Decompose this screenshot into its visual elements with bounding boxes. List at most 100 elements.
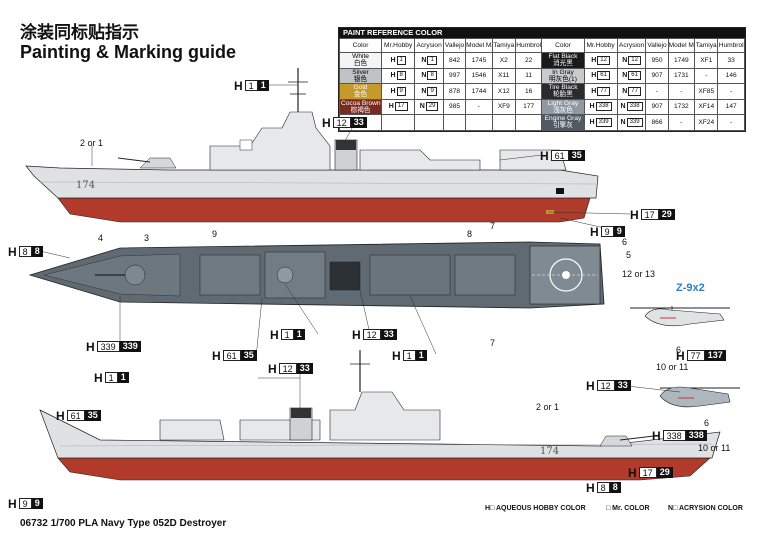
callout-code-alt: 8 xyxy=(31,246,43,257)
title-chinese: 涂装同标贴指示 xyxy=(20,23,139,43)
tamiya-cell: XF85 xyxy=(694,83,719,100)
tamiya-cell: XF9 xyxy=(491,98,516,115)
col-header: Color xyxy=(541,38,585,53)
callout-h: H xyxy=(8,496,17,511)
col-header: Tamiya xyxy=(694,38,719,53)
callout-code-alt: 1 xyxy=(293,329,305,340)
callout-h: H xyxy=(8,244,17,259)
label-2-or-1-bottom: 2 or 1 xyxy=(536,402,560,412)
callout-code: 1 xyxy=(402,350,416,361)
paint-code: 61 xyxy=(628,71,641,81)
callout-code-alt: 33 xyxy=(614,380,631,391)
paint-code: 338 xyxy=(595,102,612,112)
label-2-or-1-top: 2 or 1 xyxy=(80,138,104,148)
vallejo-cell: 997 xyxy=(442,67,467,84)
callout-code: 61 xyxy=(222,350,241,361)
color-name: In Gray xyxy=(552,68,574,76)
label-6-deck: 6 xyxy=(622,237,628,247)
callout-code: 12 xyxy=(596,380,615,391)
model-master-cell: 1749 xyxy=(667,52,696,69)
callout-code-alt: 29 xyxy=(656,467,673,478)
callout-h: H xyxy=(540,148,549,163)
footer-kit-title: 06732 1/700 PLA Navy Type 052D Destroyer xyxy=(20,518,227,529)
callout-code: 9 xyxy=(600,226,614,237)
model-master-cell: - xyxy=(667,114,696,131)
callout-code-alt: 339 xyxy=(119,341,141,352)
vallejo-cell: 950 xyxy=(645,52,669,69)
callout-h: H xyxy=(628,465,637,480)
humbrol-cell: 147 xyxy=(717,98,745,115)
color-name: Cocoa Brown xyxy=(341,99,381,107)
callout-h: H xyxy=(234,78,243,93)
paint-code: 338 xyxy=(626,102,643,112)
humbrol-cell: 16 xyxy=(514,83,543,100)
color-name: White xyxy=(352,53,369,61)
empty-cell xyxy=(465,114,493,131)
color-name-cn: 银色 xyxy=(353,75,368,83)
paint-code: 339 xyxy=(595,117,612,127)
col-header: Humbrol xyxy=(514,38,543,53)
model-master-cell: 1731 xyxy=(667,67,696,84)
callout-code: 17 xyxy=(638,467,657,478)
humbrol-cell: 177 xyxy=(514,98,543,115)
callout-code-alt: 35 xyxy=(568,150,585,161)
tamiya-cell: - xyxy=(694,67,719,84)
label-10-or-11-top: 10 or 11 xyxy=(656,362,689,372)
model-master-cell: 1744 xyxy=(465,83,493,100)
col-header: Acrysion xyxy=(616,38,647,53)
paint-code: 1 xyxy=(427,55,437,65)
callout-code-alt: 1 xyxy=(415,350,427,361)
hull-number-bottom: 174 xyxy=(540,446,559,457)
callout-code: 1 xyxy=(280,329,294,340)
paint-table-caption: PAINT REFERENCE COLOR xyxy=(339,28,745,38)
callout-code: 77 xyxy=(686,350,705,361)
callout-code: 61 xyxy=(66,410,85,421)
humbrol-cell: 22 xyxy=(514,52,543,69)
col-header: Mr.Hobby xyxy=(583,38,618,53)
color-name-cn: 浅灰色 xyxy=(553,106,573,114)
vallejo-cell: 842 xyxy=(442,52,467,69)
callout-code: 338 xyxy=(662,430,686,441)
callout-code-alt: 35 xyxy=(240,350,257,361)
callout-h: H xyxy=(268,361,277,376)
tamiya-cell: XF14 xyxy=(694,98,719,115)
callout-code: 1 xyxy=(244,80,258,91)
callout-h: H xyxy=(392,348,401,363)
paint-code: 77 xyxy=(628,86,641,96)
vallejo-cell: 907 xyxy=(645,98,669,115)
callout-h: H xyxy=(352,327,361,342)
helicopter-bottom xyxy=(659,386,740,408)
color-name: Light Gray xyxy=(547,99,579,107)
model-master-cell: - xyxy=(465,98,493,115)
empty-cell xyxy=(491,114,516,131)
paint-code: 61 xyxy=(597,71,610,81)
callout-h: H xyxy=(94,370,103,385)
model-master-cell: 1546 xyxy=(465,67,493,84)
paint-code: 9 xyxy=(396,86,406,96)
col-header: Vallejo xyxy=(645,38,669,53)
col-header: Vallejo xyxy=(442,38,467,53)
vallejo-cell: 866 xyxy=(645,114,669,131)
tamiya-cell: X11 xyxy=(491,67,516,84)
callout-code-alt: 29 xyxy=(658,209,675,220)
